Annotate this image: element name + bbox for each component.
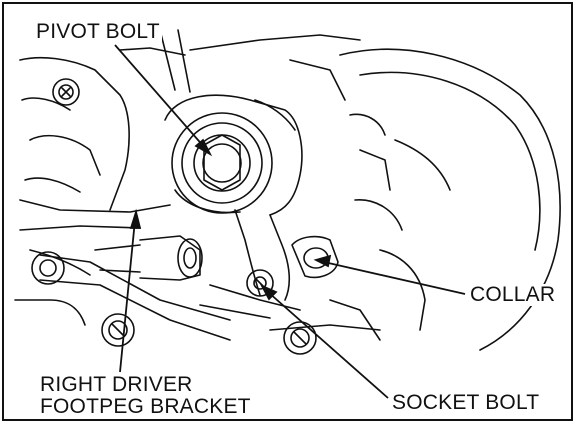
- label-right-driver: RIGHT DRIVER: [38, 373, 195, 396]
- lower-right-bolt: [283, 321, 317, 355]
- collar-part: [291, 235, 339, 279]
- arrow-pivot-bolt: [194, 138, 213, 157]
- lower-left-bolt: [31, 251, 65, 285]
- upper-left-bolt: [52, 78, 80, 106]
- arrow-collar: [313, 254, 332, 268]
- label-socket-bolt: SOCKET BOLT: [390, 391, 542, 414]
- label-pivot-bolt: PIVOT BOLT: [34, 20, 162, 43]
- leader-footpeg-bracket: [119, 219, 136, 373]
- pivot-housing: [164, 94, 303, 216]
- frame-structure: [14, 29, 361, 326]
- arrow-footpeg-bracket: [129, 208, 142, 229]
- arrow-socket-bolt: [259, 284, 278, 301]
- lower-middle-bolt: [101, 313, 135, 347]
- leader-collar: [323, 261, 466, 295]
- leader-socket-bolt: [267, 291, 389, 399]
- lower-frame-tubes: [39, 254, 381, 341]
- label-footpeg-bracket: FOOTPEG BRACKET: [38, 395, 253, 418]
- label-collar: COLLAR: [468, 283, 558, 306]
- leader-pivot-bolt: [114, 44, 206, 149]
